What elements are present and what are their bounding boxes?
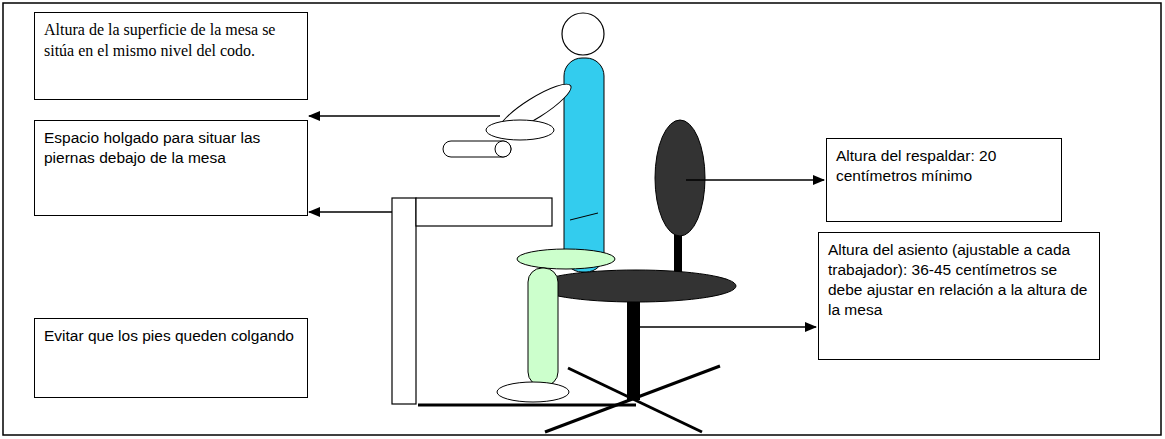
forearm (486, 120, 554, 140)
wrist (495, 141, 511, 157)
leader-arrow (309, 115, 500, 116)
box-text: Altura de la superficie de la mesa se si… (44, 20, 298, 62)
leader-arrow (686, 179, 824, 180)
text-box: Evitar que los pies queden colgando (34, 318, 308, 398)
leader-arrow (640, 326, 816, 327)
text-box: Altura del respaldar: 20 centímetros mín… (826, 138, 1062, 222)
table-leg (392, 198, 416, 404)
floor-line (418, 404, 636, 407)
lower-leg (528, 268, 558, 386)
leader-arrow (309, 211, 392, 212)
box-text: Altura del asiento (ajustable a cada tra… (828, 240, 1090, 321)
box-text: Espacio holgado para situar las piernas … (44, 128, 298, 168)
text-box: Altura del asiento (ajustable a cada tra… (818, 232, 1100, 360)
box-text: Altura del respaldar: 20 centímetros mín… (836, 146, 1052, 186)
foot (497, 382, 569, 402)
outer-frame (3, 3, 1161, 435)
chair-seat (536, 270, 736, 302)
text-box: Altura de la superficie de la mesa se si… (34, 12, 308, 100)
chair-backrest (655, 120, 705, 236)
text-box: Espacio holgado para situar las piernas … (34, 120, 308, 216)
chair-post (627, 296, 640, 400)
table-top (416, 198, 552, 226)
hand (443, 141, 511, 157)
torso-line (570, 213, 598, 220)
head (562, 13, 604, 55)
box-text: Evitar que los pies queden colgando (44, 326, 298, 346)
thigh (517, 249, 615, 269)
